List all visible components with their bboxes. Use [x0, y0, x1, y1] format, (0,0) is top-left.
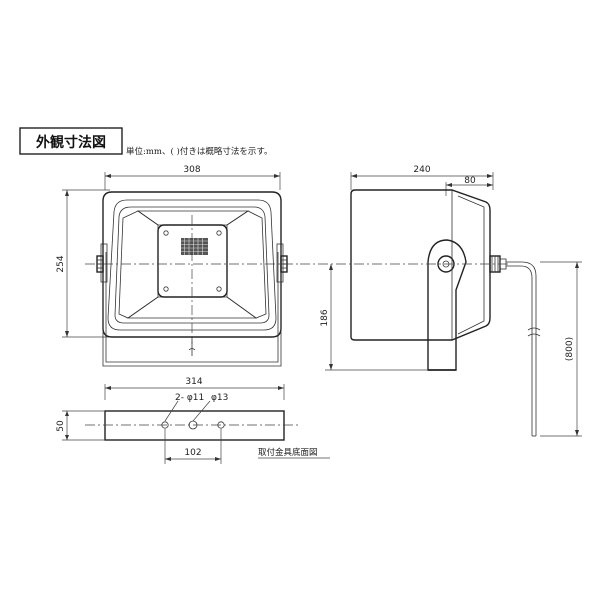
right-knob-icon — [276, 243, 288, 283]
cable-line — [506, 261, 537, 436]
bracket-caption: 取付金具底面図 — [258, 447, 318, 458]
bracket-height-label: 50 — [56, 420, 66, 432]
front-height-label: 254 — [56, 255, 66, 272]
front-view: 308 254 — [56, 165, 300, 367]
hole-spacing-label: 102 — [184, 448, 201, 458]
side-height-label: 186 — [320, 309, 330, 326]
horn-mouth-outer — [107, 199, 277, 331]
driver-grille-icon — [181, 238, 208, 255]
bracket-plate — [104, 410, 285, 441]
side-depth-label: 240 — [413, 165, 430, 175]
front-width-label: 308 — [183, 165, 200, 175]
cable-exit-icon — [188, 337, 196, 356]
drawing-title: 外観寸法図 — [36, 134, 106, 151]
horn-panel-left — [118, 210, 159, 319]
title-frame — [19, 127, 123, 155]
speaker-body-side — [350, 189, 491, 341]
speaker-body-outline — [102, 191, 282, 338]
mount-hole-small — [161, 421, 169, 429]
unit-note: 単位:mm、( )付きは概略寸法を示す。 — [126, 146, 272, 157]
mount-hole-small — [217, 421, 225, 429]
screw-icon — [163, 230, 169, 236]
small-holes-label: 2- φ11 — [175, 393, 204, 403]
mount-width-label: 314 — [185, 377, 202, 387]
side-view: 240 80 — [300, 165, 582, 437]
break-mark-icon — [527, 327, 541, 337]
mount-bracket — [102, 248, 282, 367]
large-hole-label: φ13 — [211, 393, 228, 403]
left-knob-icon — [96, 243, 108, 283]
screw-icon — [216, 286, 222, 292]
horn-mouth-inner — [114, 206, 270, 324]
screw-icon — [163, 286, 169, 292]
bracket-bottom-view: 314 2- φ11 φ13 50 102 取付金具底面図 — [56, 377, 330, 464]
side-bracket-arm — [427, 239, 467, 371]
cable-length-label: (800) — [565, 337, 575, 361]
horn-panel-right — [226, 210, 267, 319]
horn-throat-plate — [157, 224, 228, 298]
side-back-depth-label: 80 — [464, 176, 476, 186]
title-block: 外観寸法図 単位:mm、( )付きは概略寸法を示す。 — [19, 127, 272, 157]
screw-icon — [216, 230, 222, 236]
